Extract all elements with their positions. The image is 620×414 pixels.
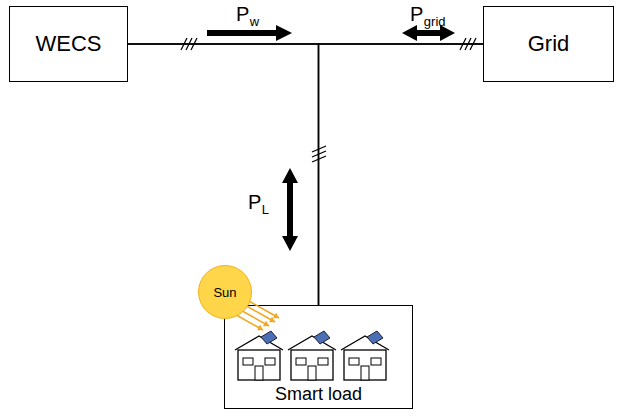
sun-circle: Sun <box>198 265 252 319</box>
grid-box: Grid <box>483 6 614 82</box>
house-icon <box>341 331 389 380</box>
power-arrow <box>282 168 298 251</box>
solar-panel <box>261 331 277 344</box>
node-label: WECS <box>36 31 102 57</box>
power-line <box>319 44 484 305</box>
source-box: WECS <box>9 6 128 82</box>
three-phase-ticks <box>181 38 476 162</box>
power-subscript: w <box>250 15 259 28</box>
power-subscript: grid <box>424 15 446 28</box>
solar-panel <box>367 331 383 344</box>
load-box: SunSmart load <box>224 305 413 409</box>
node-label: Sun <box>213 285 236 300</box>
power-symbol: P <box>236 4 249 24</box>
house-icon <box>235 331 283 380</box>
node-label: Smart load <box>225 384 412 405</box>
power-symbol: P <box>248 192 261 212</box>
power-arrow <box>207 25 292 41</box>
power-symbol: P <box>410 4 423 24</box>
node-label: Grid <box>528 31 570 57</box>
house-icon <box>288 331 336 380</box>
solar-panel <box>314 331 330 344</box>
power-subscript: L <box>262 203 269 216</box>
